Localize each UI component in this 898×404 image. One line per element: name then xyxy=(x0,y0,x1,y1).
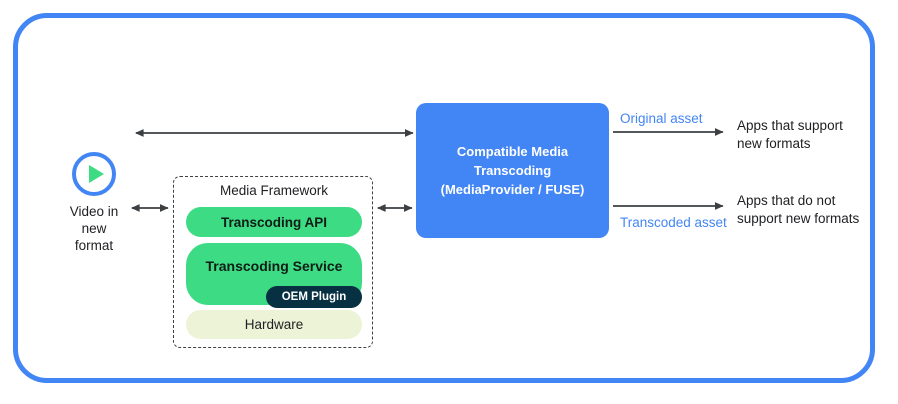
block-transcoding-api[interactable]: Transcoding API xyxy=(186,207,362,237)
label-transcoded-asset: Transcoded asset xyxy=(620,215,727,230)
media-framework-group: Media Framework Transcoding API Transcod… xyxy=(173,176,373,348)
play-circle-icon xyxy=(72,152,116,196)
badge-oem-plugin[interactable]: OEM Plugin xyxy=(266,286,362,308)
node-compatible-media-transcoding[interactable]: Compatible Media Transcoding (MediaProvi… xyxy=(416,103,609,238)
label-apps-not-support-new-formats: Apps that do not support new formats xyxy=(737,193,860,226)
label-apps-support-new-formats: Apps that support new formats xyxy=(737,118,843,151)
block-hardware[interactable]: Hardware xyxy=(186,310,362,339)
label-original-asset: Original asset xyxy=(620,111,703,126)
media-framework-title: Media Framework xyxy=(219,183,329,198)
video-source-label: Video in new format xyxy=(69,204,119,253)
block-transcoding-service[interactable]: Transcoding Service xyxy=(186,243,362,305)
